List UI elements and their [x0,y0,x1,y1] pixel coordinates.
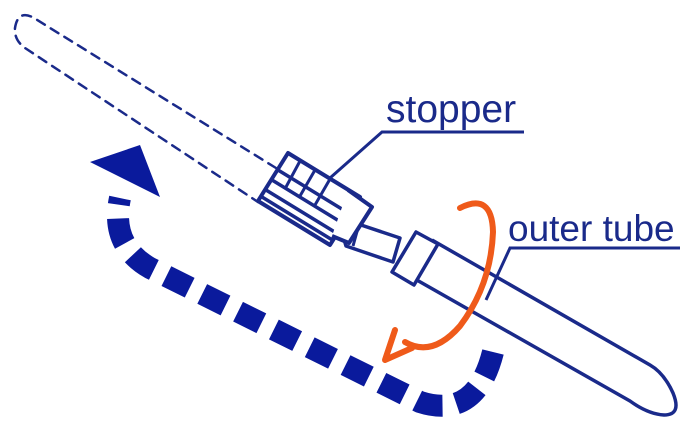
outer-tube-label: outer tube [508,208,675,249]
rotation-arrow-icon [382,200,497,363]
stopper-cap [256,151,374,247]
stopper-label: stopper [386,88,516,131]
cap-dashed-outline [13,13,278,204]
outer-tube-label-group: outer tube [484,208,680,301]
stopper-label-group: stopper [329,88,524,180]
curved-dashed-arrow-icon [90,145,504,417]
